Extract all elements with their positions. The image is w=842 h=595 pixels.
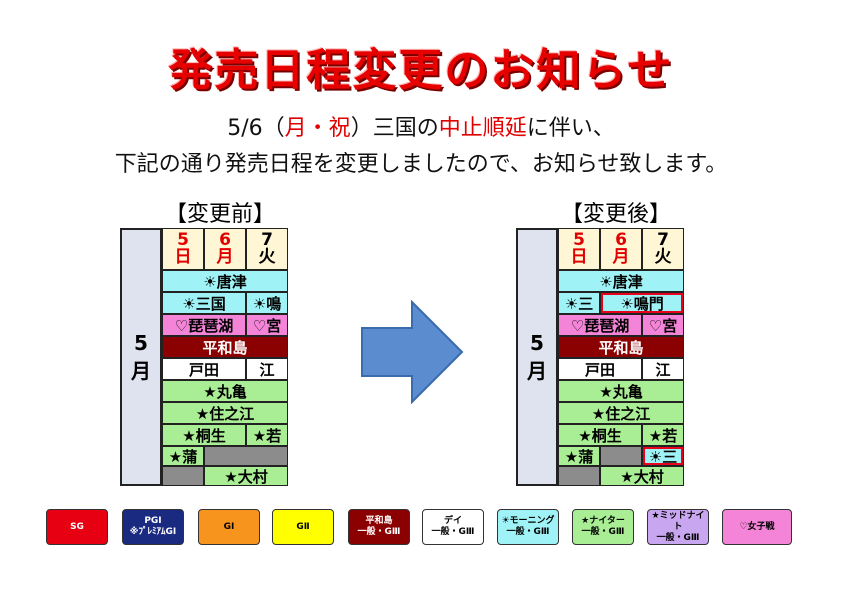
notice-highlight-date: 月・祝 — [284, 116, 351, 141]
race-mikuni: ☀三国 — [162, 292, 246, 314]
month-number: 5 — [134, 330, 148, 355]
race-gamagori: ★蒲 — [558, 446, 600, 466]
month-label: 5 月 — [516, 228, 558, 486]
race-wakamatsu: ★若 — [642, 424, 684, 446]
legend-midnight: ★ミッドナイト一般・GⅢ — [647, 509, 709, 545]
notice-line-2: 下記の通り発売日程を変更しましたので、お知らせ致します。 — [114, 152, 728, 177]
empty-cell — [600, 446, 642, 466]
empty-cell — [558, 466, 600, 486]
race-miyajima: ♡宮 — [642, 314, 684, 336]
legend-nighter: ★ナイター一般・GⅢ — [572, 509, 634, 545]
race-wakamatsu: ★若 — [246, 424, 288, 446]
empty-cell — [162, 466, 204, 486]
race-omura: ★大村 — [600, 466, 684, 486]
legend-ladies: ♡女子戦 — [722, 509, 792, 545]
notice-line-1: 5/6（月・祝）三国の中止順延に伴い、 — [0, 110, 842, 142]
race-naruto-changed: ☀鳴門 — [600, 292, 684, 314]
legend-day: デイ一般・GⅢ — [422, 509, 484, 545]
notice-text: ）三国の — [350, 116, 439, 141]
race-toda: 戸田 — [558, 358, 642, 380]
race-heiwajima: 平和島 — [162, 336, 288, 358]
race-karatsu: ☀唐津 — [558, 270, 684, 292]
notice-highlight-status: 中止順延 — [438, 116, 527, 141]
race-suminoe: ★住之江 — [558, 402, 684, 424]
legend-heiwajima: 平和島一般・GⅢ — [348, 509, 410, 545]
legend-morning: ☀モーニング一般・GⅢ — [497, 509, 559, 545]
race-marugame: ★丸亀 — [558, 380, 684, 402]
month-number: 5 — [530, 330, 544, 355]
race-edogawa: 江 — [642, 358, 684, 380]
race-mikuni-changed: ☀三 — [642, 446, 684, 466]
race-miyajima: ♡宮 — [246, 314, 288, 336]
race-heiwajima: 平和島 — [558, 336, 684, 358]
race-kiryu: ★桐生 — [162, 424, 246, 446]
race-biwako: ♡琵琶湖 — [558, 314, 642, 336]
race-mikuni: ☀三 — [558, 292, 600, 314]
race-karatsu: ☀唐津 — [162, 270, 288, 292]
race-gamagori: ★蒲 — [162, 446, 204, 466]
empty-cell — [204, 446, 288, 466]
month-unit: 月 — [131, 358, 151, 383]
before-caption: 【変更前】 — [164, 202, 275, 227]
legend-g1: GⅠ — [198, 509, 260, 545]
race-naruto: ☀鳴 — [246, 292, 288, 314]
month-label: 5 月 — [120, 228, 162, 486]
after-caption: 【変更後】 — [560, 202, 671, 227]
race-toda: 戸田 — [162, 358, 246, 380]
race-omura: ★大村 — [204, 466, 288, 486]
race-suminoe: ★住之江 — [162, 402, 288, 424]
legend-g2: GⅡ — [272, 509, 334, 545]
notice-text: に伴い、 — [526, 116, 615, 141]
arrow-right-icon — [361, 300, 464, 404]
race-biwako: ♡琵琶湖 — [162, 314, 246, 336]
race-kiryu: ★桐生 — [558, 424, 642, 446]
race-edogawa: 江 — [246, 358, 288, 380]
legend-pg1: PGⅠ※ﾌﾟﾚﾐｱﾑGⅠ — [122, 509, 184, 545]
notice-text: 5/6（ — [227, 116, 285, 141]
legend-sg: SG — [46, 509, 108, 545]
page-title: 発売日程変更のお知らせ — [168, 45, 674, 96]
race-marugame: ★丸亀 — [162, 380, 288, 402]
month-unit: 月 — [527, 358, 547, 383]
